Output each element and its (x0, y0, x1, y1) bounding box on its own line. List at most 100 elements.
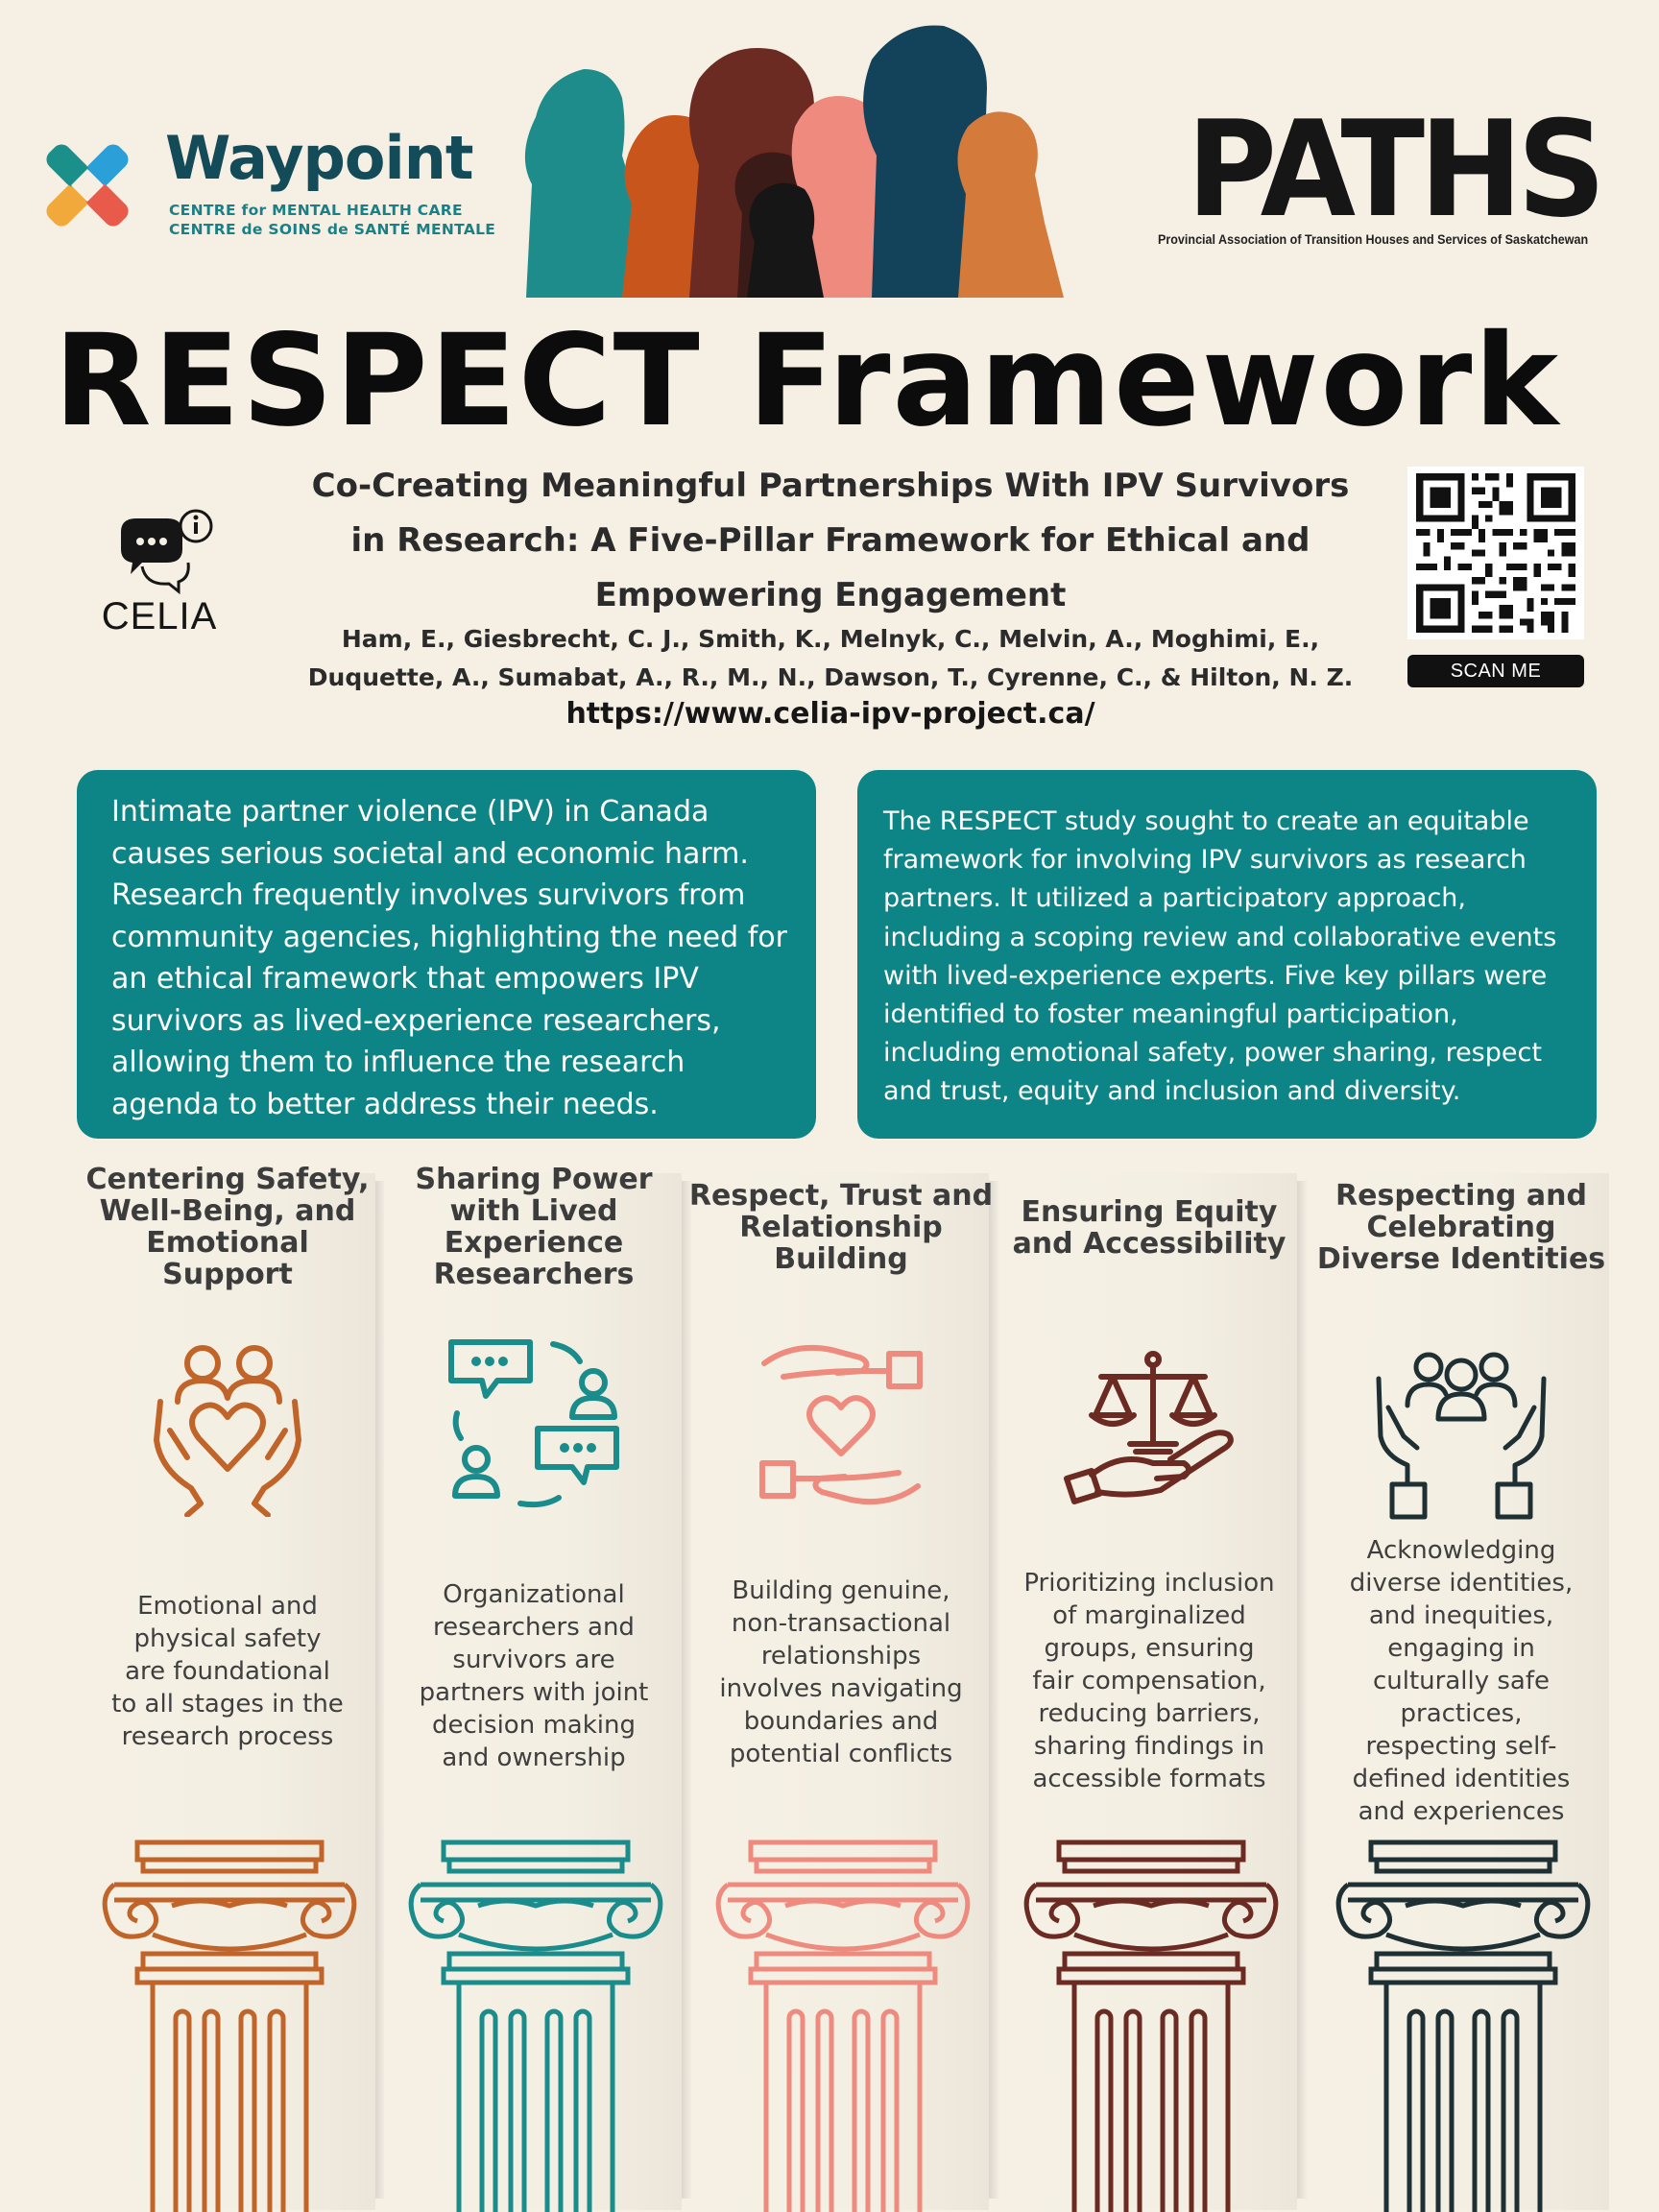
pillar-title-line: Respecting and (1335, 1179, 1587, 1213)
ionic-column-icon (102, 1839, 357, 2212)
intro-box-left: Intimate partner violence (IPV) in Canad… (77, 770, 816, 1139)
pillar-title-line: Building (774, 1242, 908, 1276)
group-hands-icon (1376, 1352, 1547, 1520)
conversation-icon (448, 1339, 619, 1508)
intro-line: agenda to better address their needs. (111, 1087, 659, 1121)
pillar-description: Acknowledging diverse identities, and in… (1317, 1534, 1605, 1828)
subtitle-line: Empowering Engagement (594, 576, 1067, 614)
pillar-title-line: and Accessibility (1012, 1227, 1286, 1261)
pillar-text-line: culturally safe (1372, 1667, 1551, 1695)
pillar-title-line: Ensuring Equity (1021, 1195, 1278, 1229)
pillar-title-line: Researchers (433, 1258, 635, 1291)
pillar-text-line: reducing barriers, (1038, 1699, 1261, 1728)
ionic-column-icon (1335, 1839, 1591, 2212)
pillar-safety: Centering Safety, Well-Being, and Emotio… (74, 1152, 387, 2212)
pillar-title: Respect, Trust and Relationship Building (687, 1180, 995, 1275)
celia-label: CELIA (101, 595, 218, 637)
intro-line: Intimate partner violence (IPV) in Canad… (111, 795, 709, 829)
waypoint-logo: Waypoint CENTRE for MENTAL HEALTH CARE C… (35, 123, 495, 248)
waypoint-subtitle-en: CENTRE for MENTAL HEALTH CARE (169, 202, 463, 219)
pillar-text-line: accessible formats (1032, 1765, 1266, 1793)
intro-line: allowing them to influence the research (111, 1046, 685, 1079)
pillar-description: Organizational researchers and survivors… (390, 1578, 678, 1774)
pillar-text-line: involves navigating (719, 1674, 963, 1703)
pillar-equity: Ensuring Equity and Accessibility Priori… (996, 1152, 1309, 2212)
intro-line: with lived-experience experts. Five key … (883, 960, 1548, 991)
waypoint-name: Waypoint (165, 123, 474, 193)
pillar-text-line: survivors are (452, 1646, 615, 1674)
pillar-title-line: Relationship (739, 1211, 943, 1244)
celia-logo: CELIA (92, 499, 236, 643)
intro-line: partners. It utilized a participatory ap… (883, 883, 1466, 914)
intro-line: The RESPECT study sought to create an eq… (883, 806, 1529, 836)
page-title: RESPECT Framework (54, 307, 1561, 455)
pillar-title-line: Support (162, 1258, 293, 1291)
pillar-title: Respecting and Celebrating Diverse Ident… (1308, 1180, 1615, 1275)
pillar-panel (691, 1173, 989, 2210)
poster-subtitle: Co-Creating Meaningful Partnerships With… (269, 459, 1392, 623)
pillar-text-line: practices, (1400, 1699, 1523, 1728)
scan-me-label: SCAN ME (1407, 655, 1584, 687)
intro-line: survivors as lived-experience researcher… (111, 1003, 721, 1038)
pillar-panel-shadow (989, 1181, 1000, 2199)
waypoint-cross-icon (46, 144, 129, 227)
intro-line: framework for involving IPV survivors as… (883, 845, 1527, 876)
authors-line: Duquette, A., Sumabat, A., R., M., N., D… (307, 663, 1354, 691)
pillar-text-line: Emotional and (137, 1592, 318, 1621)
pillar-description: Prioritizing inclusion of marginalized g… (1005, 1567, 1293, 1795)
qr-code[interactable]: SCAN ME (1407, 467, 1584, 687)
pillar-text-line: relationships (760, 1642, 922, 1671)
pillar-text-line: of marginalized (1052, 1601, 1246, 1630)
intro-line: including a scoping review and collabora… (883, 922, 1557, 952)
subtitle-line: in Research: A Five-Pillar Framework for… (350, 521, 1310, 560)
authors-line: Ham, E., Giesbrecht, C. J., Smith, K., M… (341, 625, 1320, 653)
pillar-text-line: are foundational (125, 1657, 330, 1686)
pillar-title: Centering Safety, Well-Being, and Emotio… (74, 1164, 381, 1290)
pillar-title-line: Centering Safety, (85, 1163, 370, 1196)
authors: Ham, E., Giesbrecht, C. J., Smith, K., M… (288, 620, 1373, 697)
intro-line: an ethical framework that empowers IPV (111, 962, 699, 996)
intro-line: Research frequently involves survivors f… (111, 878, 746, 912)
paths-subtitle: Provincial Association of Transition Hou… (1158, 232, 1589, 247)
pillar-diverse-identities: Respecting and Celebrating Diverse Ident… (1308, 1152, 1615, 2212)
pillar-text-line: researchers and (433, 1613, 635, 1642)
intro-line: community agencies, highlighting the nee… (111, 920, 787, 954)
heart-hands-icon (154, 1345, 301, 1517)
pillar-text-line: decision making (432, 1711, 636, 1740)
pillar-title-line: Diverse Identities (1316, 1242, 1606, 1276)
pillar-power: Sharing Power with Lived Experience Rese… (380, 1152, 693, 2212)
pillar-description: Emotional and physical safety are founda… (84, 1590, 372, 1753)
pillar-text-line: defined identities (1352, 1765, 1571, 1793)
pillar-text-line: and inequities, (1368, 1601, 1554, 1630)
pillar-text-line: partners with joint (419, 1678, 649, 1707)
paths-logo: PATHS Provincial Association of Transiti… (1152, 92, 1623, 252)
pillar-panel-shadow (1297, 1181, 1309, 2199)
project-url[interactable]: https://www.celia-ipv-project.ca/ (565, 697, 1095, 731)
pillar-text-line: physical safety (133, 1624, 322, 1653)
ionic-column-icon (1023, 1839, 1279, 2212)
pillar-text-line: groups, ensuring (1044, 1634, 1255, 1663)
pillar-text-line: Prioritizing inclusion (1023, 1569, 1275, 1598)
pillar-description: Building genuine, non-transactional rela… (697, 1575, 985, 1770)
waypoint-subtitle-fr: CENTRE de SOINS de SANTÉ MENTALE (169, 221, 496, 238)
pillar-panel (78, 1173, 375, 2210)
pillar-title-line: Sharing Power (415, 1163, 653, 1196)
pillar-title-line: Well-Being, and (99, 1194, 356, 1228)
pillar-text-line: respecting self- (1365, 1732, 1557, 1761)
paths-name: PATHS (1187, 92, 1606, 247)
pillar-text-line: and ownership (442, 1743, 626, 1772)
intro-line: including emotional safety, power sharin… (883, 1038, 1542, 1069)
people-silhouettes-illustration (524, 25, 1064, 298)
pillar-text-line: to all stages in the (111, 1690, 344, 1719)
pillar-text-line: sharing findings in (1033, 1732, 1265, 1761)
pillar-panel-shadow (682, 1181, 693, 2199)
pillar-title-line: Emotional (146, 1226, 309, 1260)
pillar-panel (999, 1173, 1297, 2210)
pillar-text-line: and experiences (1358, 1797, 1565, 1826)
hands-heart-icon (759, 1344, 923, 1505)
intro-line: causes serious societal and economic har… (111, 836, 749, 871)
pillar-text-line: Acknowledging (1366, 1536, 1556, 1565)
chat-info-icon (121, 509, 213, 595)
ionic-column-icon (715, 1839, 971, 2212)
intro-line: and trust, equity and inclusion and dive… (883, 1076, 1461, 1107)
